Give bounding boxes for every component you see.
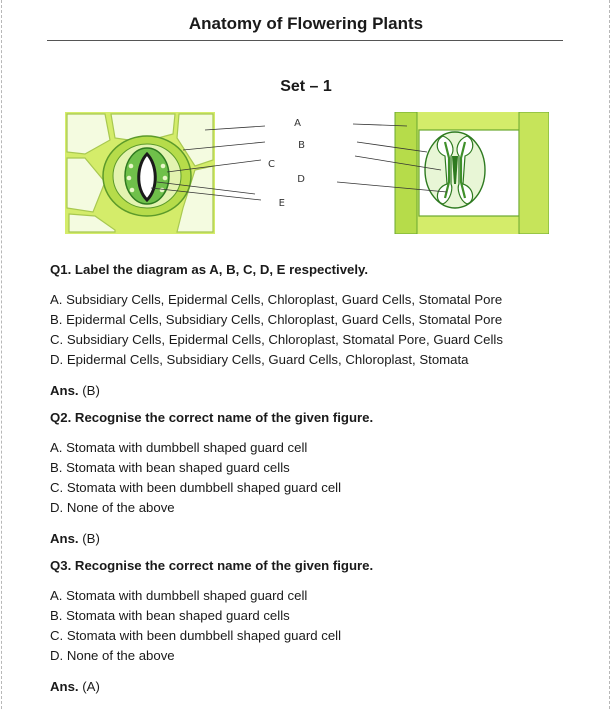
guard-cell-thickening (443, 141, 451, 199)
title-divider (47, 40, 563, 41)
option-c: C. Stomata with been dumbbell shaped gua… (50, 628, 342, 643)
question-list: Q1. Label the diagram as A, B, C, D, E r… (50, 262, 570, 706)
pointer-line (156, 181, 256, 195)
chloroplast (160, 163, 166, 169)
pointer-line (354, 155, 442, 171)
pointer-line (204, 125, 266, 131)
option-c: C. Stomata with been dumbbell shaped gua… (50, 480, 342, 495)
guard-cell-left (436, 135, 454, 205)
option-d: D. None of the above (50, 500, 175, 515)
answer-label: Ans. (50, 383, 79, 398)
figure-label-d: D (297, 174, 305, 185)
pointer-line (150, 187, 262, 201)
pointer-line (356, 141, 428, 153)
answer-value: (B) (82, 531, 100, 546)
epidermal-cell-strip (394, 112, 418, 234)
pointer-line (352, 123, 408, 127)
answer: Ans. (B) (50, 531, 570, 546)
answer-value: (A) (82, 679, 100, 694)
epidermal-cell (176, 113, 214, 167)
figure-label-c: C (268, 159, 275, 170)
stomatal-pore (137, 151, 157, 203)
answer-value: (B) (82, 383, 100, 398)
option-a: A. Stomata with dumbbell shaped guard ce… (50, 440, 308, 455)
chloroplast (162, 175, 168, 181)
epidermal-cell (66, 157, 106, 213)
pointer-line (182, 141, 266, 151)
dumbbell-stomata-figure (337, 112, 549, 234)
guard-cell-thickening (459, 141, 467, 199)
chloroplast (128, 163, 134, 169)
option-d: D. None of the above (50, 648, 175, 663)
epidermal-cell-strip (518, 112, 549, 234)
figure-label-e: E (279, 198, 285, 209)
option-c: C. Subsidiary Cells, Epidermal Cells, Ch… (50, 332, 503, 347)
question-block-2: Q2. Recognise the correct name of the gi… (50, 410, 570, 546)
chloroplast (126, 175, 132, 181)
figure-label-b: B (298, 140, 305, 151)
page-border-left (1, 0, 2, 709)
guard-cell-right (456, 135, 474, 205)
question-block-3: Q3. Recognise the correct name of the gi… (50, 558, 570, 694)
pointer-line (337, 181, 448, 193)
option-b: B. Epidermal Cells, Subsidiary Cells, Ch… (50, 312, 503, 327)
option-a: A. Stomata with dumbbell shaped guard ce… (50, 588, 308, 603)
set-title: Set – 1 (280, 78, 332, 95)
pointer-line (166, 159, 262, 173)
answer: Ans. (B) (50, 383, 570, 398)
figure-label-a: A (294, 118, 301, 129)
bean-stomata-figure: A B C D E (65, 112, 305, 234)
page-border-right (609, 0, 610, 709)
chloroplast (159, 187, 165, 193)
chloroplast (129, 187, 135, 193)
page-title: Anatomy of Flowering Plants (188, 14, 424, 33)
option-a: A. Subsidiary Cells, Epidermal Cells, Ch… (50, 292, 503, 307)
answer-label: Ans. (50, 679, 79, 694)
option-b: B. Stomata with bean shaped guard cells (50, 460, 290, 475)
question-text: Q2. Recognise the correct name of the gi… (50, 410, 374, 425)
question-block-1: Q1. Label the diagram as A, B, C, D, E r… (50, 262, 570, 398)
epidermal-cell (66, 113, 111, 155)
stomatal-pore (452, 156, 458, 184)
answer-label: Ans. (50, 531, 79, 546)
epidermal-cell (68, 213, 116, 233)
question-text: Q1. Label the diagram as A, B, C, D, E r… (50, 262, 369, 277)
answer: Ans. (A) (50, 679, 570, 694)
option-b: B. Stomata with bean shaped guard cells (50, 608, 290, 623)
question-text: Q3. Recognise the correct name of the gi… (50, 558, 374, 573)
option-d: D. Epidermal Cells, Subsidiary Cells, Gu… (50, 352, 469, 367)
